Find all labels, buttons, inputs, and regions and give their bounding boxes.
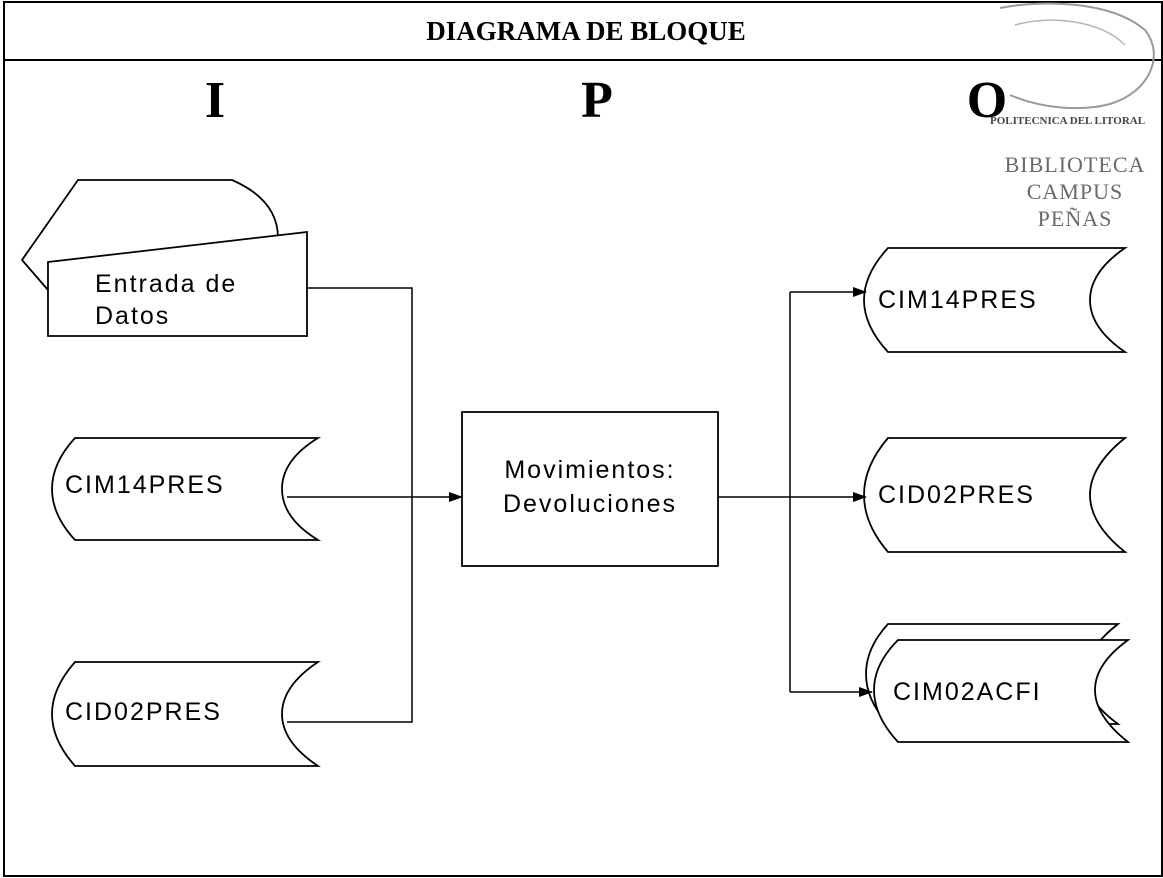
stored-data-shape	[51, 661, 321, 767]
diagram-title: DIAGRAMA DE BLOQUE	[426, 16, 746, 46]
process-box: Movimientos: Devoluciones	[461, 411, 719, 567]
stamp-line-4: PEÑAS	[1038, 206, 1113, 231]
library-stamp: POLITECNICA DEL LITORAL BIBLIOTECA CAMPU…	[990, 2, 1155, 231]
output-file-2-label: CID02PRES	[878, 481, 1035, 509]
column-header-process: P	[581, 72, 613, 129]
column-header-input: I	[205, 72, 225, 129]
stored-data-shape-front	[873, 639, 1131, 743]
process-label-line2: Devoluciones	[503, 490, 677, 518]
input-file-cim14pres: CIM14PRES	[51, 437, 322, 541]
output-file-3-label: CIM02ACFI	[893, 678, 1042, 706]
stamp-line-1: POLITECNICA DEL LITORAL	[990, 115, 1145, 127]
connector-input-file-2	[287, 497, 413, 723]
stored-data-shape	[863, 437, 1128, 553]
stamp-line-3: CAMPUS	[1027, 179, 1123, 204]
stored-data-shape	[51, 437, 322, 541]
input-file-2-label: CID02PRES	[65, 698, 222, 726]
output-file-1-label: CIM14PRES	[878, 286, 1038, 314]
manual-input-label-line2: Datos	[95, 302, 170, 330]
output-file-cim02acfi: CIM02ACFI	[865, 623, 1131, 743]
connector-manual-input	[307, 287, 413, 497]
input-file-cid02pres: CID02PRES	[51, 661, 321, 767]
manual-input-shape	[47, 230, 308, 337]
input-file-1-label: CIM14PRES	[65, 471, 225, 499]
diagram-frame	[3, 1, 1163, 877]
column-header-output: O	[967, 72, 1007, 129]
manual-input-label-line1: Entrada de	[95, 270, 237, 298]
connectors	[287, 287, 873, 723]
stamp-line-2: BIBLIOTECA	[1005, 152, 1146, 177]
process-rect	[461, 411, 719, 567]
output-file-cim14pres: CIM14PRES	[863, 247, 1128, 353]
input-manual-entry: Entrada de Datos	[20, 179, 308, 337]
process-label-line1: Movimientos:	[504, 456, 675, 484]
output-file-cid02pres: CID02PRES	[863, 437, 1128, 553]
